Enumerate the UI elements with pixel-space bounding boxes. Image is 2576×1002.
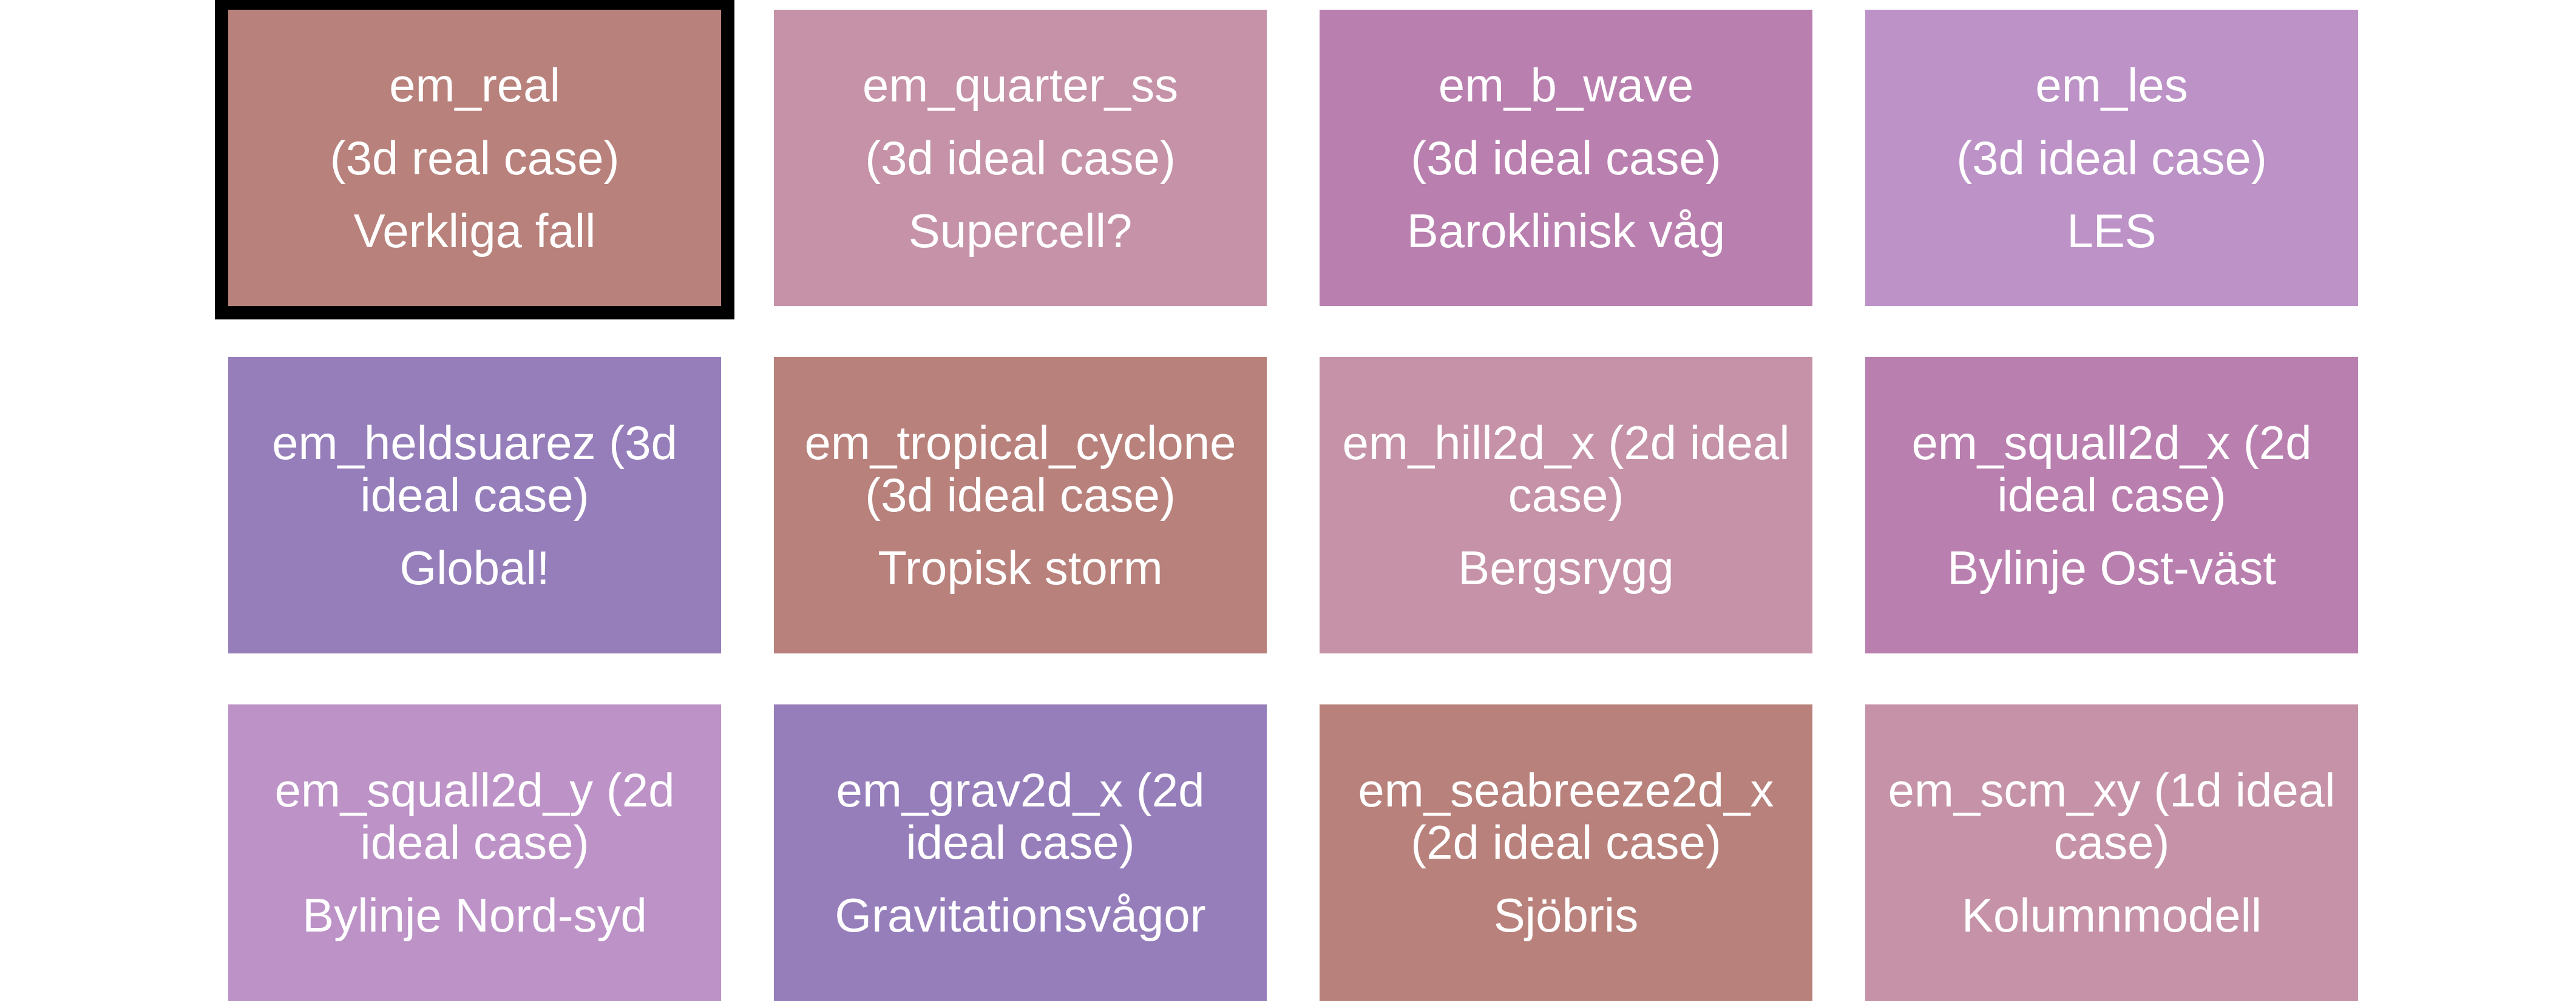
tile-name-line-1: em_tropical_cyclone bbox=[804, 416, 1236, 469]
tile-description: Bergsrygg bbox=[1458, 541, 1674, 595]
tile-description: Tropisk storm bbox=[878, 541, 1163, 595]
tile-name-line-1: em_seabreeze2d_x bbox=[1358, 763, 1774, 817]
tile-em-squall2d-y[interactable]: em_squall2d_y (2d ideal case) Bylinje No… bbox=[228, 704, 721, 1001]
tile-em-les[interactable]: em_les (3d ideal case) LES bbox=[1865, 10, 2358, 306]
tile-name-line-1: em_heldsuarez (3d bbox=[272, 416, 677, 469]
tile-description: Global! bbox=[399, 541, 550, 595]
tile-name-line-2: (3d ideal case) bbox=[1411, 131, 1721, 185]
tile-name-line-1: em_b_wave bbox=[1438, 58, 1694, 112]
tile-em-heldsuarez[interactable]: em_heldsuarez (3d ideal case) Global! bbox=[228, 357, 721, 653]
tile-name-line-1: em_hill2d_x (2d ideal bbox=[1342, 416, 1790, 469]
tile-name-line-1: em_scm_xy (1d ideal bbox=[1888, 763, 2336, 817]
tile-name-line-1: em_real bbox=[389, 58, 560, 112]
tile-name-line-2: (3d ideal case) bbox=[1956, 131, 2267, 185]
tile-name-line-2: (3d ideal case) bbox=[865, 131, 1176, 185]
tile-description: Baroklinisk våg bbox=[1406, 204, 1726, 257]
tile-description: LES bbox=[2067, 204, 2157, 257]
tile-em-grav2d-x[interactable]: em_grav2d_x (2d ideal case) Gravitations… bbox=[774, 704, 1267, 1001]
tile-em-seabreeze2d-x[interactable]: em_seabreeze2d_x (2d ideal case) Sjöbris bbox=[1320, 704, 1812, 1001]
tile-description: Supercell? bbox=[908, 204, 1133, 257]
tile-name-line-1: em_quarter_ss bbox=[862, 58, 1179, 112]
tile-name-line-1: em_grav2d_x (2d bbox=[836, 763, 1205, 817]
tile-name-line-2: ideal case) bbox=[360, 468, 589, 522]
tile-name-line-2: ideal case) bbox=[906, 816, 1135, 869]
tile-description: Verkliga fall bbox=[353, 204, 596, 257]
tile-name-line-2: (3d ideal case) bbox=[865, 468, 1176, 522]
tile-name-line-2: case) bbox=[2053, 816, 2170, 869]
tile-description: Kolumnmodell bbox=[1961, 888, 2262, 942]
tile-name-line-2: ideal case) bbox=[1997, 468, 2226, 522]
tile-name-line-1: em_les bbox=[2035, 58, 2188, 112]
tile-description: Bylinje Nord-syd bbox=[302, 888, 647, 942]
tile-name-line-1: em_squall2d_y (2d bbox=[274, 763, 675, 817]
tile-description: Gravitationsvågor bbox=[835, 888, 1206, 942]
tile-name-line-2: case) bbox=[1508, 468, 1624, 522]
tile-description: Bylinje Ost-väst bbox=[1947, 541, 2276, 595]
tile-name-line-1: em_squall2d_x (2d bbox=[1911, 416, 2312, 469]
tile-em-b-wave[interactable]: em_b_wave (3d ideal case) Baroklinisk vå… bbox=[1320, 10, 1812, 306]
tile-em-tropical-cyclone[interactable]: em_tropical_cyclone (3d ideal case) Trop… bbox=[774, 357, 1267, 653]
tile-name-line-2: ideal case) bbox=[360, 816, 589, 869]
tile-em-scm-xy[interactable]: em_scm_xy (1d ideal case) Kolumnmodell bbox=[1865, 704, 2358, 1001]
tile-name-line-2: (3d real case) bbox=[330, 131, 620, 185]
tile-em-quarter-ss[interactable]: em_quarter_ss (3d ideal case) Supercell? bbox=[774, 10, 1267, 306]
tile-em-real[interactable]: em_real (3d real case) Verkliga fall bbox=[215, 0, 734, 319]
tile-em-hill2d-x[interactable]: em_hill2d_x (2d ideal case) Bergsrygg bbox=[1320, 357, 1812, 653]
tile-description: Sjöbris bbox=[1493, 888, 1639, 942]
tile-em-squall2d-x[interactable]: em_squall2d_x (2d ideal case) Bylinje Os… bbox=[1865, 357, 2358, 653]
case-tile-grid: em_real (3d real case) Verkliga fall em_… bbox=[215, 0, 2358, 1001]
tile-name-line-2: (2d ideal case) bbox=[1411, 816, 1721, 869]
